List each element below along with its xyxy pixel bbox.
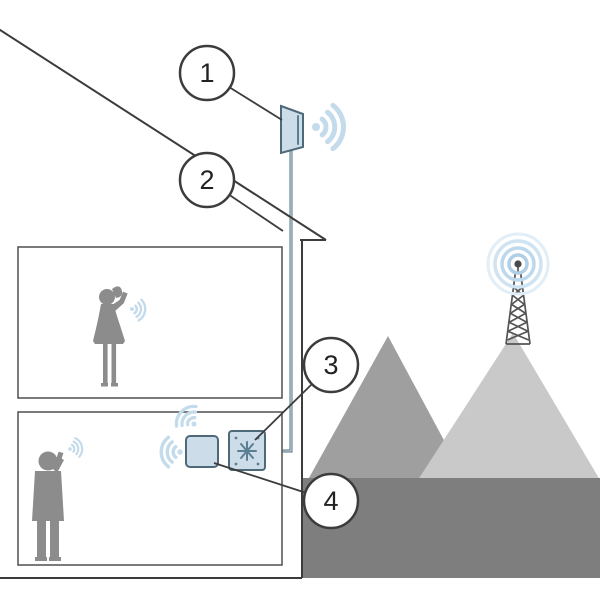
leader-1 bbox=[229, 86, 283, 121]
outdoor-antenna bbox=[280, 104, 304, 155]
upper-room bbox=[17, 246, 283, 399]
callout-4: 4 bbox=[302, 472, 360, 530]
indoor-antenna bbox=[185, 435, 219, 468]
tower-signal-waves-icon bbox=[486, 232, 550, 296]
phone-icon bbox=[119, 291, 128, 303]
phone-icon bbox=[55, 451, 64, 463]
dress bbox=[93, 304, 125, 344]
man-on-phone-silhouette bbox=[32, 451, 64, 561]
roof-line bbox=[0, 28, 327, 241]
callout-leaders bbox=[213, 86, 313, 494]
phone-arm bbox=[53, 457, 64, 473]
callout-2-number: 2 bbox=[199, 165, 214, 195]
callout-4-number: 4 bbox=[323, 486, 338, 516]
ponytail bbox=[112, 286, 123, 298]
mountain-light bbox=[392, 333, 600, 520]
leader-2 bbox=[228, 194, 284, 232]
callout-1: 1 bbox=[178, 44, 236, 102]
cell-tower-icon bbox=[486, 232, 550, 345]
torso bbox=[32, 471, 64, 521]
callout-1-number: 1 bbox=[199, 58, 214, 88]
mountain-medium bbox=[305, 336, 468, 485]
booster-unit bbox=[228, 430, 266, 471]
callout-3: 3 bbox=[302, 336, 360, 394]
callout-3-number: 3 bbox=[323, 350, 338, 380]
leader-3 bbox=[254, 383, 313, 441]
house-outline bbox=[0, 28, 327, 579]
outdoor-antenna-waves-icon bbox=[312, 105, 344, 148]
leader-4 bbox=[213, 462, 306, 494]
callout-2: 2 bbox=[178, 151, 236, 209]
woman-on-phone-silhouette bbox=[93, 286, 128, 387]
